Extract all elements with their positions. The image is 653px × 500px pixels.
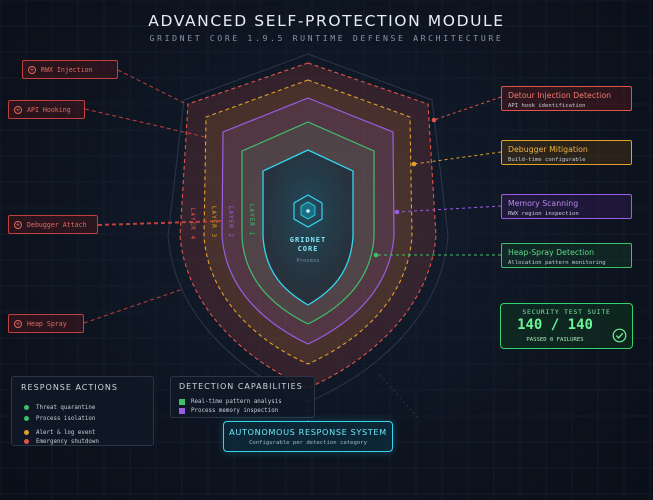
- response-actions-list: Threat quarantine Process isolation Aler…: [24, 403, 99, 446]
- detection-title: Memory Scanning: [508, 199, 579, 208]
- detection-title: Debugger Mitigation: [508, 145, 588, 154]
- faint-link: [379, 374, 421, 421]
- list-item: Alert & log event: [24, 428, 99, 437]
- detection-capabilities-title: DETECTION CAPABILITIES: [179, 382, 303, 391]
- detection-title: Detour Injection Detection: [508, 91, 612, 100]
- threat-heap-spray[interactable]: + Heap Spray: [8, 314, 84, 333]
- list-item: Emergency shutdown: [24, 437, 99, 446]
- core-label: Process: [296, 258, 319, 264]
- threat-label: Debugger Attach: [27, 220, 87, 229]
- page-subtitle: GRIDNET CORE 1.9.5 RUNTIME DEFENSE ARCHI…: [149, 33, 504, 43]
- status-dot: [24, 405, 29, 410]
- detection-title: Heap-Spray Detection: [508, 248, 595, 257]
- threat-label: Heap Spray: [27, 319, 67, 328]
- threat-debugger-attach[interactable]: + Debugger Attach: [8, 215, 98, 234]
- threat-api-hooking[interactable]: + API Hooking: [8, 100, 85, 119]
- layer-4-label: LAYER 4: [189, 208, 196, 240]
- core-hexagon-icon: [293, 194, 323, 228]
- legend-swatch: [179, 398, 185, 405]
- detection-debugger-mitigation[interactable]: Debugger Mitigation Build-time configura…: [501, 140, 632, 165]
- layer-2-label: LAYER 2: [227, 206, 234, 238]
- autonomous-title: AUTONOMOUS RESPONSE SYSTEM: [229, 427, 387, 437]
- threat-label: RWX Injection: [41, 65, 93, 74]
- threat-rwx-injection[interactable]: + RWX Injection: [22, 60, 118, 79]
- test-suite-title: SECURITY TEST SUITE: [522, 308, 611, 316]
- detection-desc: RWX region inspection: [508, 211, 579, 217]
- detection-desc: API hook identification: [508, 103, 586, 109]
- core-name-line1: GRIDNET: [290, 236, 327, 244]
- list-item: Process memory inspection: [179, 406, 282, 415]
- checkmark-circle-icon: [612, 328, 627, 343]
- list-item: Threat quarantine: [24, 403, 99, 412]
- core-name-line2: CORE: [298, 245, 319, 253]
- page-title: ADVANCED SELF-PROTECTION MODULE: [148, 12, 505, 30]
- detection-desc: Build-time configurable: [508, 157, 586, 163]
- plus-circle-icon: +: [14, 319, 22, 328]
- test-suite-status: PASSED 0 FAILURES: [526, 337, 584, 343]
- detection-connectors: [373, 96, 502, 258]
- status-dot: [24, 430, 29, 435]
- list-item: Process isolation: [24, 414, 99, 423]
- threat-label: API Hooking: [27, 105, 71, 114]
- security-test-suite-panel: SECURITY TEST SUITE 140 / 140 PASSED 0 F…: [500, 303, 633, 349]
- detection-capabilities-list: Real-time pattern analysis Process memor…: [179, 397, 282, 415]
- layer-1-label: LAYER 1: [248, 204, 255, 236]
- legend-swatch: [179, 407, 185, 414]
- detection-heap-spray[interactable]: Heap-Spray Detection Allocation pattern …: [501, 243, 632, 268]
- status-dot: [24, 416, 29, 421]
- detection-desc: Allocation pattern monitoring: [508, 260, 606, 266]
- plus-circle-icon: +: [28, 65, 36, 74]
- status-dot: [24, 439, 29, 444]
- plus-circle-icon: +: [14, 105, 22, 114]
- detection-capabilities-panel: DETECTION CAPABILITIES Real-time pattern…: [170, 376, 315, 418]
- autonomous-desc: Configurable per detection category: [249, 440, 367, 446]
- response-actions-title: RESPONSE ACTIONS: [21, 383, 118, 392]
- response-actions-panel: RESPONSE ACTIONS Threat quarantine Proce…: [11, 376, 154, 446]
- detection-memory-scanning[interactable]: Memory Scanning RWX region inspection: [501, 194, 632, 219]
- plus-circle-icon: +: [14, 220, 22, 229]
- autonomous-response-panel: AUTONOMOUS RESPONSE SYSTEM Configurable …: [223, 421, 393, 452]
- threat-connectors: [83, 69, 223, 324]
- list-item: Real-time pattern analysis: [179, 397, 282, 406]
- detection-detour-injection[interactable]: Detour Injection Detection API hook iden…: [501, 86, 632, 111]
- test-suite-score: 140 / 140: [517, 317, 593, 333]
